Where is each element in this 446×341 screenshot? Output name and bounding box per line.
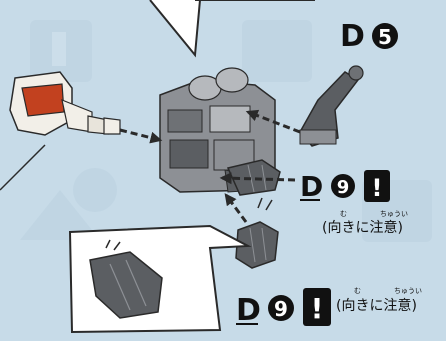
ruby-a-1: む [340, 210, 347, 218]
ruby-b-1: む [354, 287, 361, 295]
red-white-shoulder-part [9, 71, 121, 136]
d5-number: 5 [378, 25, 392, 49]
arrow-left-to-body [119, 128, 163, 144]
d9-a-letter: D [300, 170, 323, 203]
caution-icon [303, 288, 331, 326]
caution-note-b: (向きに注意) [336, 297, 417, 314]
d5-letter: D [340, 19, 365, 54]
label-d9-a: D 9 ! む ちゅうい (向きに注意) [300, 170, 408, 236]
arrow-lower-to-body [224, 193, 248, 223]
caution-mark-b: ! [311, 292, 324, 325]
caution-note-a: (向きに注意) [322, 219, 403, 236]
d9-b-number: 9 [274, 297, 288, 321]
callout-bubble-top [149, 0, 315, 58]
assembly-arrows [119, 109, 301, 223]
callout-line-left [0, 144, 46, 191]
arrow-d9-to-body [219, 172, 296, 185]
d9-part-lower [235, 197, 279, 269]
caution-mark-a: ! [372, 174, 383, 202]
arrow-d5-to-body [245, 109, 301, 134]
d5-arm-part [299, 65, 364, 147]
detail-inset-box [68, 224, 252, 334]
label-d5: D 5 [340, 19, 398, 54]
label-d9-b: D 9 ! む ちゅうい (向きに注意) [236, 287, 422, 328]
ruby-a-2: ちゅうい [380, 210, 408, 218]
ruby-b-2: ちゅうい [394, 287, 422, 295]
caution-icon [364, 170, 390, 202]
d9-b-letter: D [236, 293, 261, 328]
d9-a-number: 9 [337, 177, 350, 198]
